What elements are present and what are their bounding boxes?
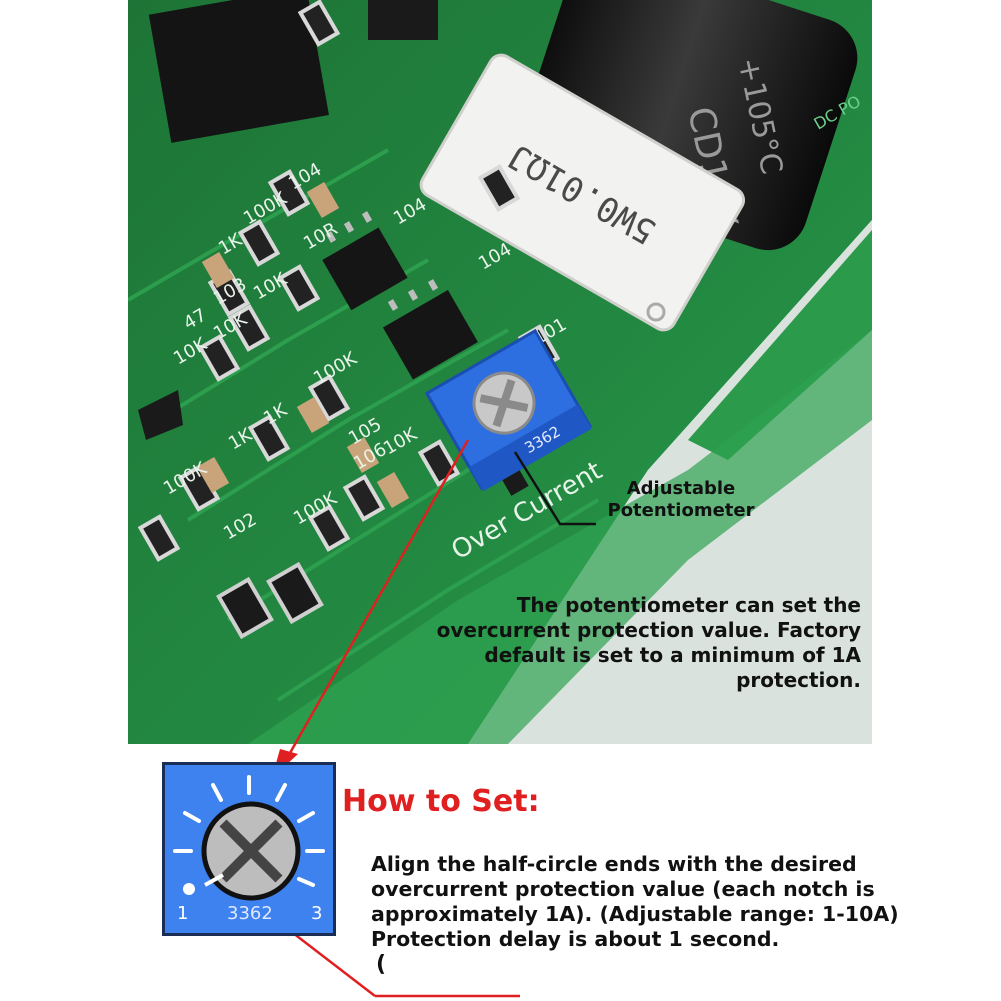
dial-diagram: 1 3362 3 [162, 762, 336, 936]
howto-line2: overcurrent protection value (each notch… [371, 877, 875, 901]
dial-dot [183, 883, 195, 895]
mosfet [148, 0, 329, 143]
howto-text: Align the half-circle ends with the desi… [371, 852, 951, 952]
callout-label-line1: Adjustable [626, 478, 736, 499]
ic-chip-1 [322, 227, 408, 311]
blue-potentiometer: 3362 [424, 328, 593, 496]
callout-label-line2: Potentiometer [607, 500, 755, 521]
description-line4: protection. [736, 668, 861, 692]
description-line1: The potentiometer can set the [516, 593, 861, 617]
red-arrow-line [284, 439, 470, 761]
description-line3: default is set to a minimum of 1A [484, 643, 861, 667]
ic-chip-2 [382, 290, 478, 380]
callout-leader-line [513, 451, 596, 526]
dial-number-left: 1 [177, 903, 189, 924]
howto-line4: Protection delay is about 1 second. [371, 927, 780, 951]
cement-resistor: 5W0.01ΩJ [419, 53, 746, 332]
howto-line3: approximately 1A). (Adjustable range: 1-… [371, 902, 899, 926]
howto-line1: Align the half-circle ends with the desi… [371, 852, 857, 876]
stray-paren: ( [376, 952, 387, 977]
callout-label: Adjustable Potentiometer [596, 478, 766, 522]
dial-number-right: 3 [311, 903, 323, 924]
description-text: The potentiometer can set the overcurren… [420, 593, 861, 693]
pcb-photo: CD11X +105°C DC PO 5W0.01ΩJ [128, 0, 872, 744]
pcb-illustration: CD11X +105°C DC PO 5W0.01ΩJ [128, 0, 872, 744]
description-line2: overcurrent protection value. Factory [436, 618, 861, 642]
dial-graphic [173, 775, 325, 901]
howto-title: How to Set: [342, 784, 540, 819]
dial-model: 3362 [227, 903, 273, 924]
